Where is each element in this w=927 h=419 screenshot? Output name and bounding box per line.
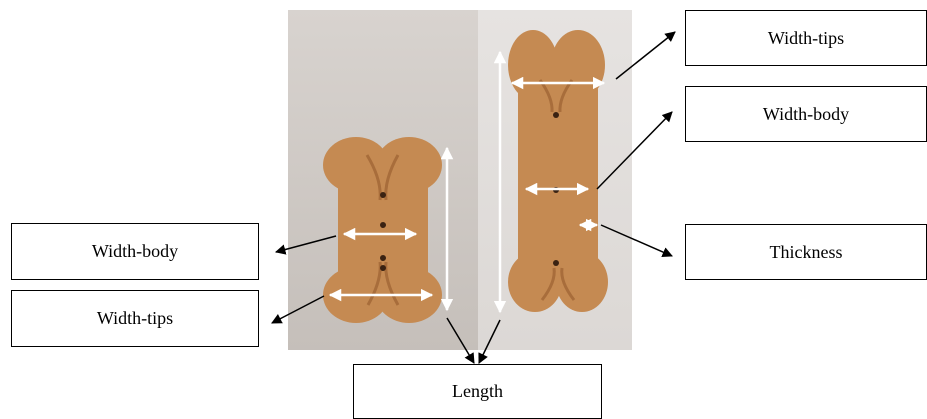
label-width-tips-left: Width-tips (11, 290, 259, 347)
label-thickness-right: Thickness (685, 224, 927, 280)
long-bone-biscuit (508, 30, 608, 312)
label-width-tips-right: Width-tips (685, 10, 927, 66)
label-text: Width-tips (97, 308, 173, 329)
label-length: Length (353, 364, 602, 419)
label-width-body-left: Width-body (11, 223, 259, 280)
label-text: Width-body (92, 241, 178, 262)
biscuit-hole (553, 260, 559, 266)
biscuit-hole (553, 112, 559, 118)
biscuit-hole (380, 255, 386, 261)
label-text: Thickness (770, 242, 843, 263)
label-width-body-right: Width-body (685, 86, 927, 142)
biscuit-hole (380, 265, 386, 271)
biscuit-hole (380, 222, 386, 228)
label-text: Width-body (763, 104, 849, 125)
label-text: Width-tips (768, 28, 844, 49)
biscuit-hole (380, 192, 386, 198)
label-text: Length (452, 381, 503, 402)
